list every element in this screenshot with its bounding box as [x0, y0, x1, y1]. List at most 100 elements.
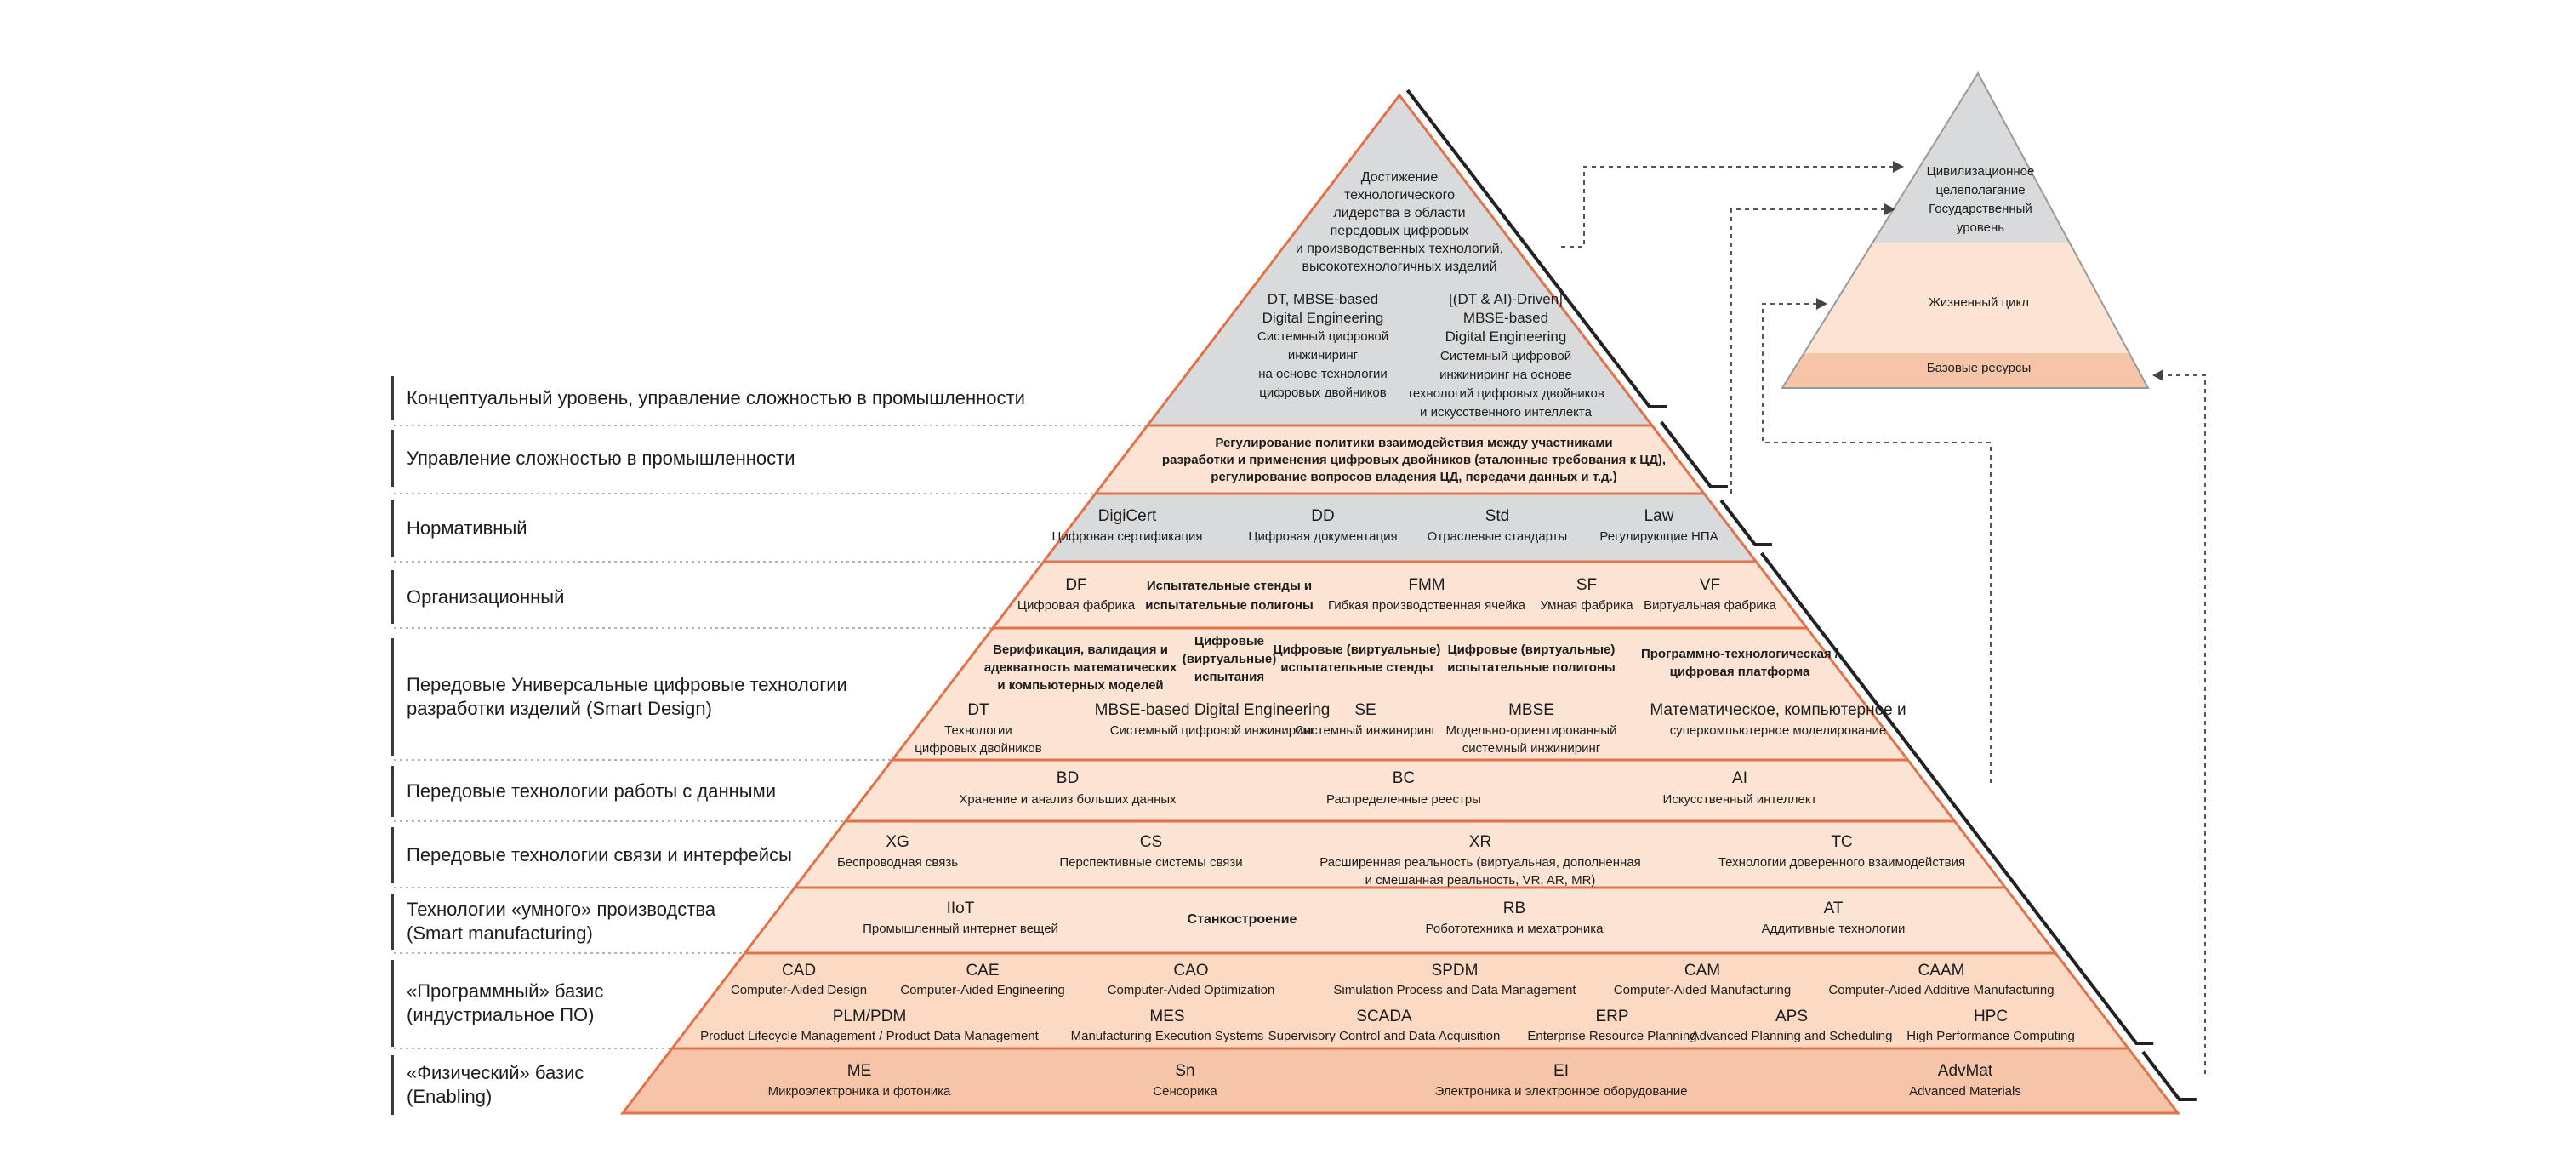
apex-goal-text: лидерства в области	[1333, 206, 1465, 220]
layer-label-line: Управление сложностью в промышленности	[407, 447, 795, 469]
comm-item-desc: Расширенная реальность (виртуальная, доп…	[1319, 855, 1641, 870]
tier-bracket-1	[1660, 420, 1728, 488]
layer-label-line: Передовые технологии работы с данными	[407, 780, 777, 802]
design-bottom-desc: Системный инжиниринг	[1295, 723, 1436, 738]
physical-item-title: ME	[847, 1062, 872, 1080]
comm-item-desc: Технологии доверенного взаимодействия	[1718, 855, 1965, 870]
comm-item-desc: и смешанная реальность, VR, AR, MR)	[1365, 873, 1596, 888]
pyramid-tier-5	[845, 760, 1955, 821]
normative-item-title: Std	[1485, 507, 1510, 525]
tier-bracket-2	[1719, 499, 1772, 546]
layer-label-line: Организационный	[407, 585, 565, 608]
small-pyramid-top-text: целеполагание	[1935, 183, 2025, 197]
design-bottom-title: SE	[1354, 701, 1376, 719]
data-item-title: BC	[1393, 769, 1415, 787]
regulation-text: Регулирование политики взаимодействия ме…	[1215, 436, 1612, 450]
connector-base-to-bottom	[2161, 374, 2206, 1074]
pyramid-tier-3	[993, 562, 1807, 628]
layer-label-line: Концептуальный уровень, управление сложн…	[407, 387, 1025, 408]
apex-right-desc: Системный цифровой	[1440, 349, 1571, 363]
physical-item-title: EI	[1553, 1062, 1569, 1080]
comm-item-title: XR	[1469, 833, 1491, 851]
apex-left-title: Digital Engineering	[1262, 310, 1384, 326]
mfg-item-desc: Аддитивные технологии	[1762, 922, 1906, 936]
normative-item-title: DD	[1311, 507, 1334, 525]
physical-item-desc: Сенсорика	[1153, 1084, 1217, 1099]
label-divider	[391, 1055, 394, 1115]
org-item-desc: испытательные полигоны	[1145, 598, 1314, 613]
design-top-item: испытания	[1194, 670, 1264, 684]
connector-arrow-bottom	[2152, 369, 2163, 381]
data-item-desc: Искусственный интеллект	[1663, 792, 1817, 807]
comm-item-desc: Беспроводная связь	[837, 855, 958, 870]
label-divider	[391, 960, 394, 1047]
apex-right-desc: технологий цифровых двойников	[1407, 386, 1604, 401]
software-item-desc: Computer-Aided Manufacturing	[1614, 983, 1791, 997]
physical-item-title: AdvMat	[1938, 1062, 1993, 1080]
software-item-title: PLM/PDM	[833, 1008, 907, 1025]
software-item-desc: Computer-Aided Design	[731, 983, 867, 997]
layer-label-physical: «Физический» базис(Enabling)	[407, 1061, 584, 1109]
apex-goal-text: и производственных технологий,	[1296, 242, 1503, 256]
design-top-item: испытательные стенды	[1280, 660, 1433, 675]
software-item-title: CAM	[1684, 962, 1720, 979]
normative-item-title: Law	[1644, 507, 1674, 525]
pyramid-tier-8	[672, 953, 2129, 1048]
software-item-title: ERP	[1595, 1008, 1628, 1025]
org-item-desc: Умная фабрика	[1540, 598, 1633, 613]
software-item-title: CAO	[1173, 962, 1208, 979]
layer-label-normative: Нормативный	[407, 517, 527, 540]
design-top-item: адекватность математических	[984, 660, 1177, 675]
apex-left-title: DT, MBSE-based	[1268, 291, 1378, 307]
normative-item-desc: Отраслевые стандарты	[1428, 529, 1568, 544]
pyramid-tier-4	[892, 628, 1908, 760]
design-bottom-desc: Системный цифровой инжиниринг	[1110, 723, 1315, 738]
layer-label-software: «Программный» базис(индустриальное ПО)	[407, 979, 603, 1027]
layer-label-smartmfg: Технологии «умного» производства(Smart m…	[407, 898, 715, 945]
label-divider	[391, 376, 394, 420]
pyramid-outline	[619, 93, 2181, 1115]
org-item-desc: Виртуальная фабрика	[1644, 598, 1776, 613]
label-divider	[391, 894, 394, 950]
physical-item-desc: Электроника и электронное оборудование	[1434, 1084, 1687, 1099]
connector-apex-to-top	[1561, 166, 1895, 248]
pyramid-tier-7	[744, 888, 2056, 953]
regulation-text: регулирование вопросов владения ЦД, пере…	[1211, 470, 1616, 484]
data-item-title: BD	[1057, 769, 1079, 787]
regulation-text: разработки и применения цифровых двойник…	[1162, 453, 1666, 467]
layer-label-line: Технологии «умного» производства	[407, 899, 716, 920]
software-item-desc: Enterprise Resource Planning	[1527, 1029, 1696, 1043]
software-item-title: CAE	[966, 962, 999, 979]
small-pyramid-outline	[1781, 71, 2150, 389]
small-pyramid-tier-1	[1804, 243, 2129, 353]
software-item-title: HPC	[1974, 1008, 2008, 1025]
design-bottom-desc: цифровых двойников	[915, 741, 1041, 756]
tier-bracket-0	[1405, 89, 1667, 408]
org-item-title: Испытательные стенды и	[1147, 579, 1312, 593]
small-pyramid-top-text: уровень	[1957, 220, 2004, 235]
layer-label-line: «Программный» базис	[407, 980, 604, 1002]
mfg-item-desc: Станкостроение	[1188, 912, 1297, 927]
org-item-title: SF	[1576, 576, 1597, 594]
normative-item-desc: Цифровая документация	[1248, 529, 1397, 544]
org-item-desc: Цифровая фабрика	[1017, 598, 1136, 613]
apex-left-desc: Системный цифровой	[1257, 329, 1388, 344]
software-item-desc: Simulation Process and Data Management	[1333, 983, 1576, 997]
label-divider	[391, 638, 394, 756]
design-bottom-desc: суперкомпьютерное моделирование	[1670, 723, 1886, 738]
layer-label-org: Организационный	[407, 585, 564, 609]
apex-goal-text: технологического	[1344, 188, 1455, 203]
connector-normative-to-top	[1730, 208, 1887, 494]
layer-label-line: (Smart manufacturing)	[407, 922, 593, 944]
design-bottom-title: Математическое, компьютерное и	[1650, 701, 1906, 719]
pyramid-tier-6	[795, 821, 2006, 888]
connector-arrow-top-2	[1884, 203, 1895, 215]
pyramid-tier-0	[1147, 95, 1652, 425]
apex-left-desc: инжиниринг	[1288, 348, 1359, 363]
layer-label-comm: Передовые технологии связи и интерфейсы	[407, 843, 792, 867]
small-pyramid-tier-0	[1872, 73, 2070, 243]
software-item-desc: Computer-Aided Engineering	[900, 983, 1064, 997]
software-item-title: CAD	[782, 962, 816, 979]
small-pyramid-bottom-text: Базовые ресурсы	[1927, 361, 2031, 375]
